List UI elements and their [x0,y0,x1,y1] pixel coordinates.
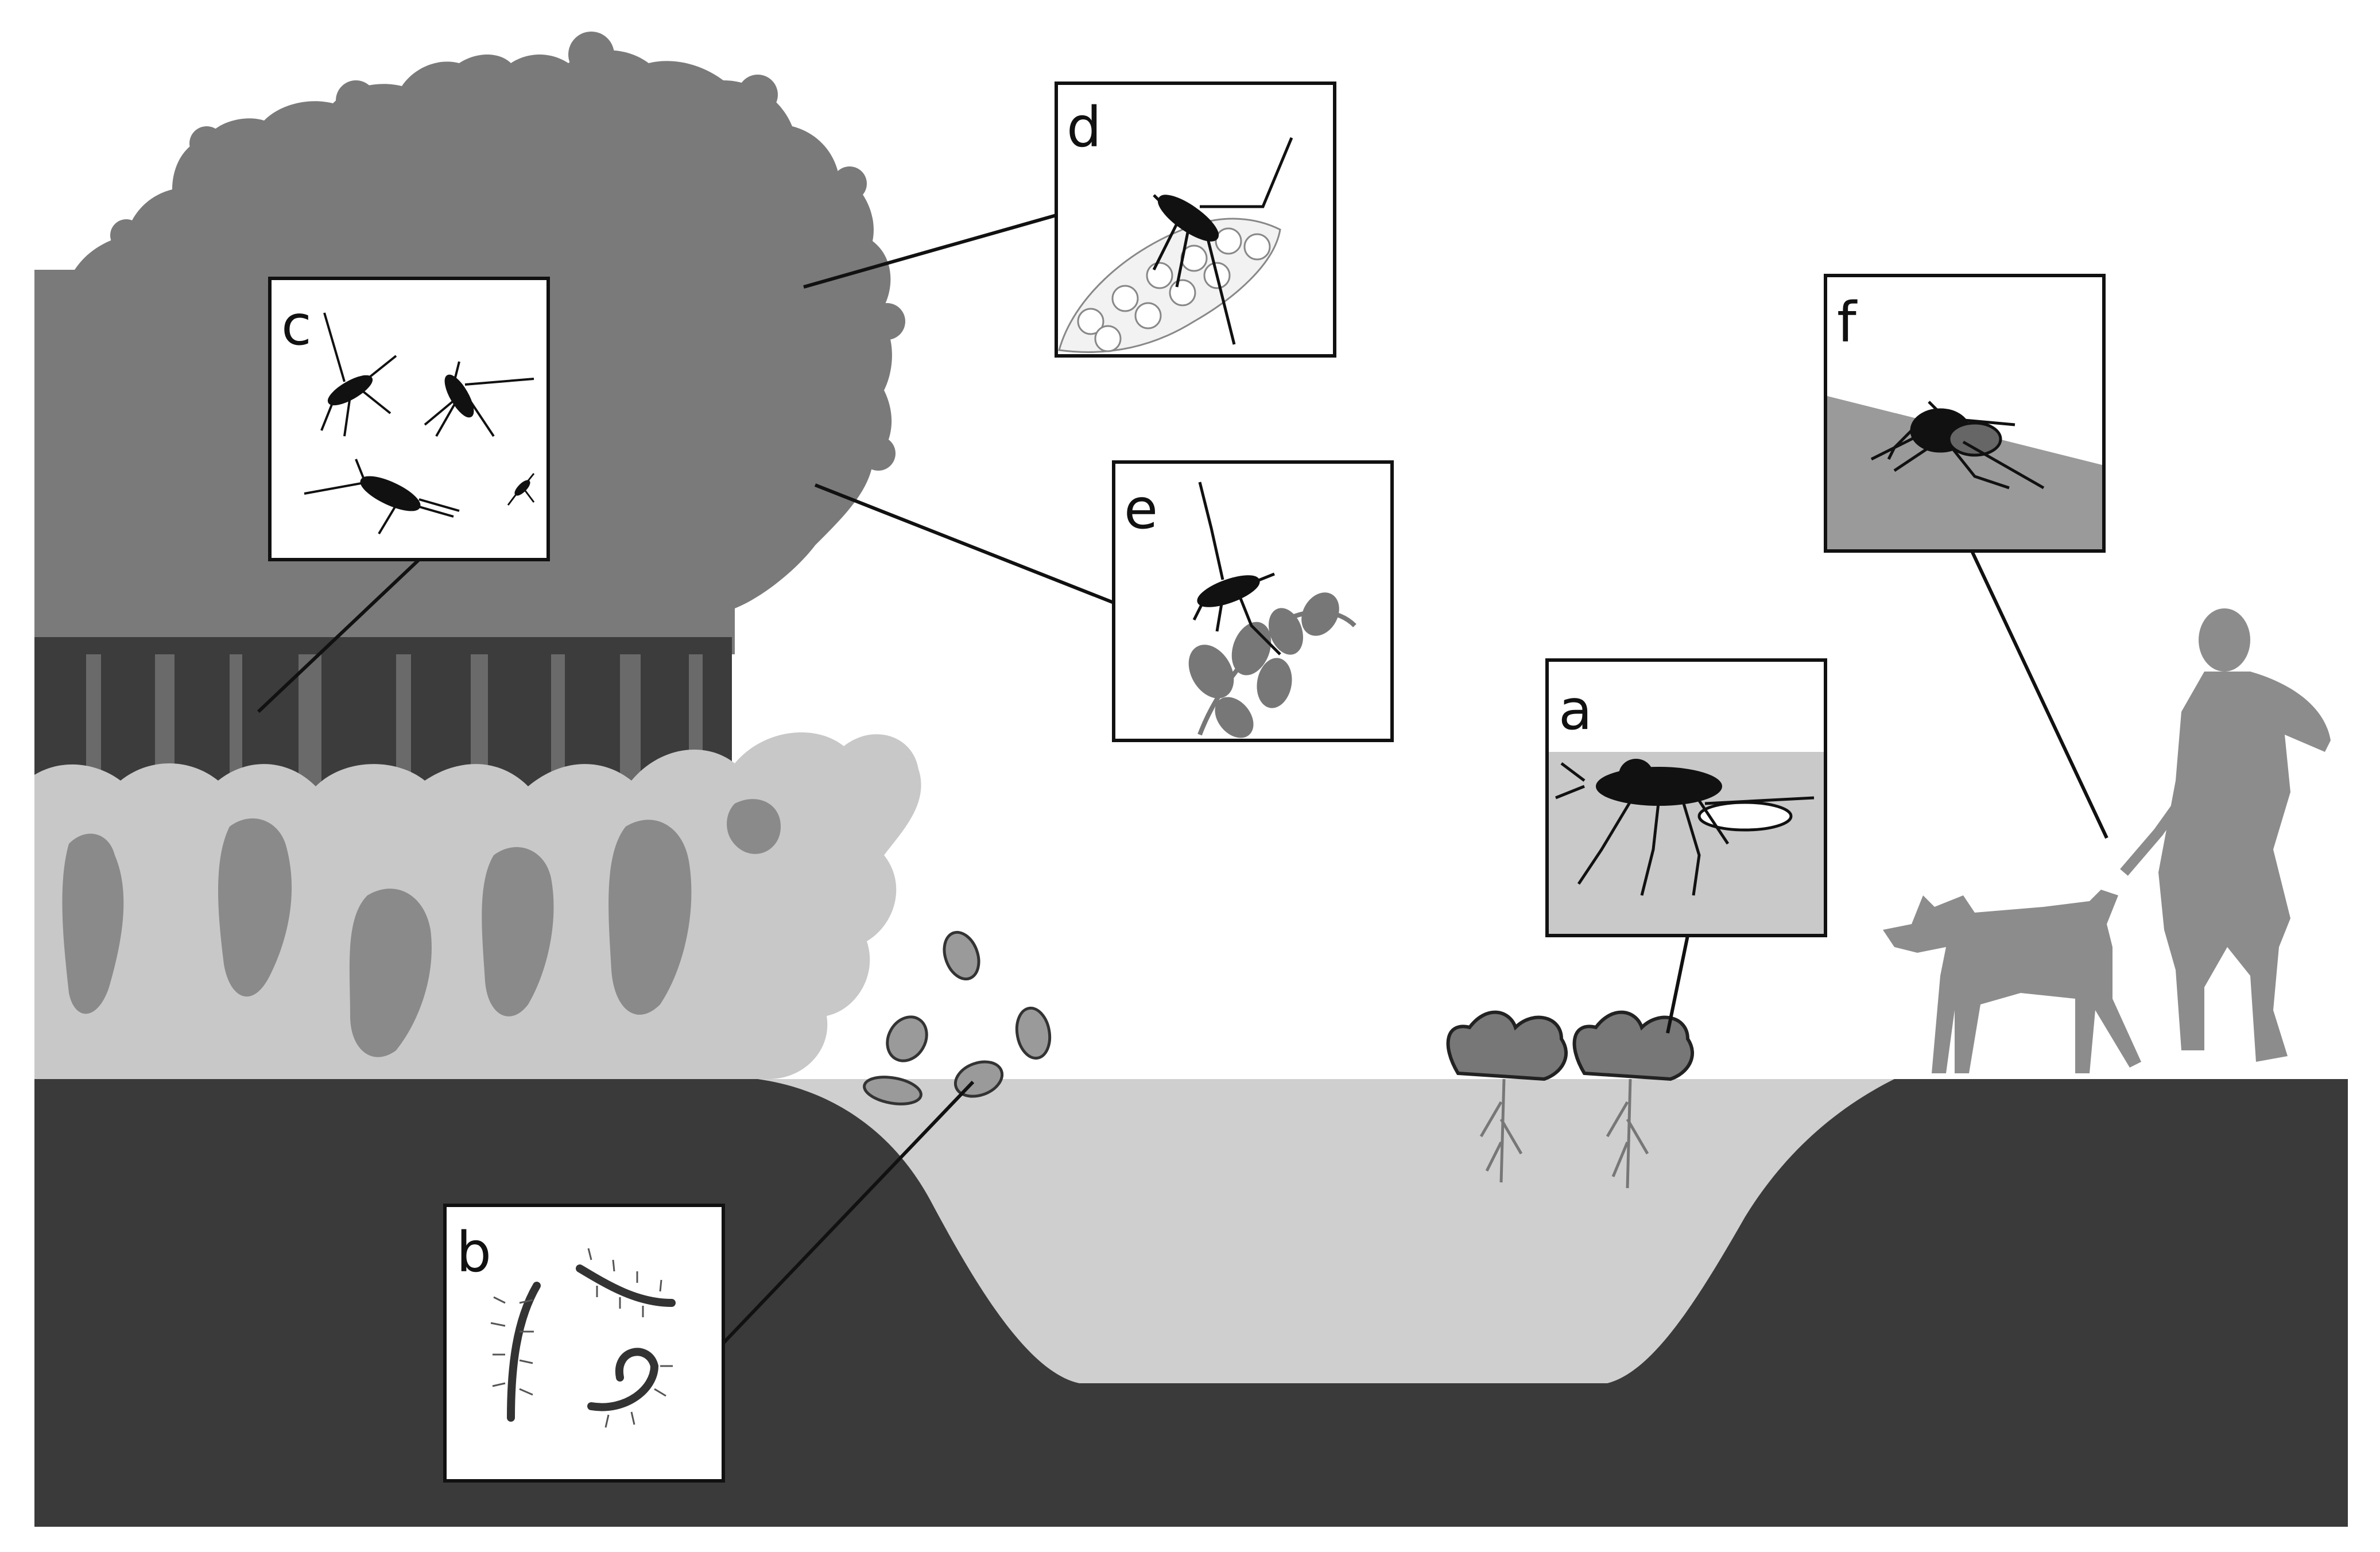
connector-e [814,483,1115,604]
mosquito-icon [424,361,534,437]
floating-leaves [863,930,1052,1105]
panel-label: d [1067,95,1102,160]
panel-label: c [281,293,312,358]
mosquito-icon [320,312,397,437]
leafy-branch [1188,592,1356,738]
mosquito-icon [1152,137,1293,345]
panel-label: a [1559,678,1592,742]
water-plant [1446,1010,1568,1183]
connector-b [722,1080,975,1345]
water-plant [1572,1010,1695,1189]
mosquito-icon [1870,401,2045,490]
panel-label: f [1837,290,1858,355]
mosquito-icon [1555,759,1815,896]
panel-a: a [1545,658,1827,937]
panel-e: e [1112,460,1394,742]
panel-d: d [1055,82,1336,358]
panel-c: c [268,277,550,561]
water-plants [1446,1010,1695,1189]
connector-a [1666,935,1689,1034]
connector-lines [257,214,2108,1345]
panel-label: e [1124,477,1158,541]
pond-water [758,1079,1894,1383]
goat-silhouette [1883,890,2141,1073]
connector-d [803,214,1057,289]
panel-f: f [1824,274,2106,553]
mosquito-icon [304,459,460,535]
flower-cluster [1058,218,1281,353]
shrubs [34,732,921,1079]
person-silhouette [2120,608,2331,1062]
larva-icon [507,1264,676,1422]
mosquito-icon [1192,482,1281,655]
mosquito-icon [507,473,535,506]
panel-b: b [443,1204,725,1483]
panel-label: b [456,1220,491,1285]
connector-f [1970,550,2108,839]
larva-hairs [490,1248,673,1428]
skin-surface [1827,396,2102,549]
connector-c [257,558,421,713]
